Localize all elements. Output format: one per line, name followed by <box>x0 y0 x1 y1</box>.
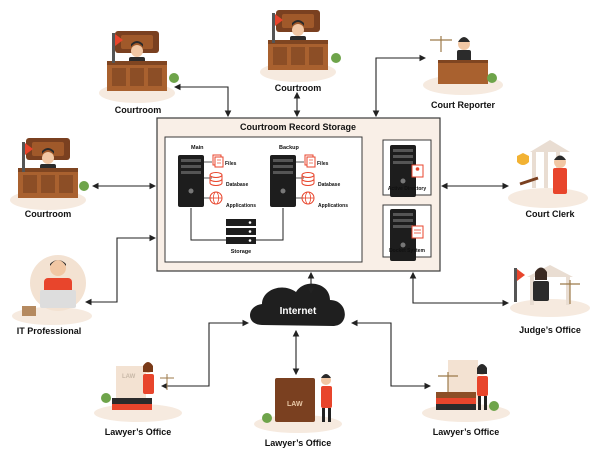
node-judges-office: Judge’s Office <box>510 265 590 335</box>
main-server-label: Main <box>191 145 204 151</box>
node-lawyers-office-left: LAW Lawyer’s Office <box>94 362 182 437</box>
scales-icon <box>160 374 174 390</box>
plant-icon <box>487 73 497 83</box>
it-professional-label: IT Professional <box>17 326 82 336</box>
courtroom-top-center-label: Courtroom <box>275 83 322 93</box>
main-database-label: Database <box>226 182 248 188</box>
active-directory-label: Active Directory <box>388 186 427 192</box>
connectors <box>84 54 510 390</box>
node-it-professional: IT Professional <box>12 255 92 336</box>
gavel-icon <box>519 176 539 186</box>
main-applications-label: Applications <box>226 203 256 209</box>
law-sign: LAW <box>122 374 136 380</box>
court-reporter-label: Court Reporter <box>431 100 495 110</box>
backup-files-label: Files <box>317 161 329 167</box>
backup-server-label: Backup <box>279 145 300 151</box>
node-courtroom-top-center: Courtroom <box>260 10 341 93</box>
courtroom-bench-icon <box>260 10 336 82</box>
files-icon <box>212 154 224 168</box>
backup-database-label: Database <box>318 182 340 188</box>
scales-icon <box>560 280 580 304</box>
court-clerk-label: Court Clerk <box>525 209 575 219</box>
document-icon <box>411 225 424 239</box>
plant-icon <box>262 413 272 423</box>
user-card-icon <box>411 164 424 178</box>
lawyers-office-left-label: Lawyer’s Office <box>105 427 172 437</box>
laptop-icon <box>40 290 76 308</box>
plant-icon <box>79 181 89 191</box>
plant-icon <box>169 73 179 83</box>
law-book-title: LAW <box>287 401 303 408</box>
node-court-clerk: Court Clerk <box>508 140 588 219</box>
internet-cloud: Internet <box>250 283 345 326</box>
lawyers-office-right-label: Lawyer’s Office <box>433 427 500 437</box>
storage-label: Storage <box>231 249 251 255</box>
storage-unit-icon <box>226 219 256 244</box>
courtroom-left-label: Courtroom <box>25 209 72 219</box>
main-files-label: Files <box>225 161 237 167</box>
files-icon <box>304 154 316 168</box>
backup-applications-label: Applications <box>318 203 348 209</box>
plant-icon <box>101 393 111 403</box>
courtroom-bench-icon <box>10 138 86 210</box>
scales-icon <box>438 372 458 392</box>
scales-icon <box>430 36 452 52</box>
judges-office-label: Judge’s Office <box>519 325 581 335</box>
backup-server-icon <box>270 155 296 207</box>
node-courtroom-left: Courtroom <box>10 138 89 219</box>
storage-panel-title: Courtroom Record Storage <box>240 122 356 132</box>
node-courtroom-top-left: Courtroom <box>99 31 179 115</box>
books-icon <box>436 392 476 398</box>
courtroom-top-left-label: Courtroom <box>115 105 162 115</box>
law-book-icon <box>275 378 315 422</box>
docket-system-label: Docket System <box>389 248 425 254</box>
internet-label: Internet <box>280 306 317 317</box>
books-icon <box>112 398 152 404</box>
main-server-icon <box>178 155 204 207</box>
node-lawyers-office-center: LAW Lawyer’s Office <box>254 374 342 448</box>
plant-icon <box>489 401 499 411</box>
node-lawyers-office-right: Lawyer’s Office <box>422 360 510 437</box>
record-storage-panel: Courtroom Record Storage Main Files Data… <box>156 117 441 272</box>
node-court-reporter: Court Reporter <box>423 36 503 110</box>
plant-icon <box>331 53 341 63</box>
shield-badge-icon <box>517 153 529 165</box>
lawyers-office-center-label: Lawyer’s Office <box>265 438 332 448</box>
courtroom-bench-icon <box>99 31 175 103</box>
